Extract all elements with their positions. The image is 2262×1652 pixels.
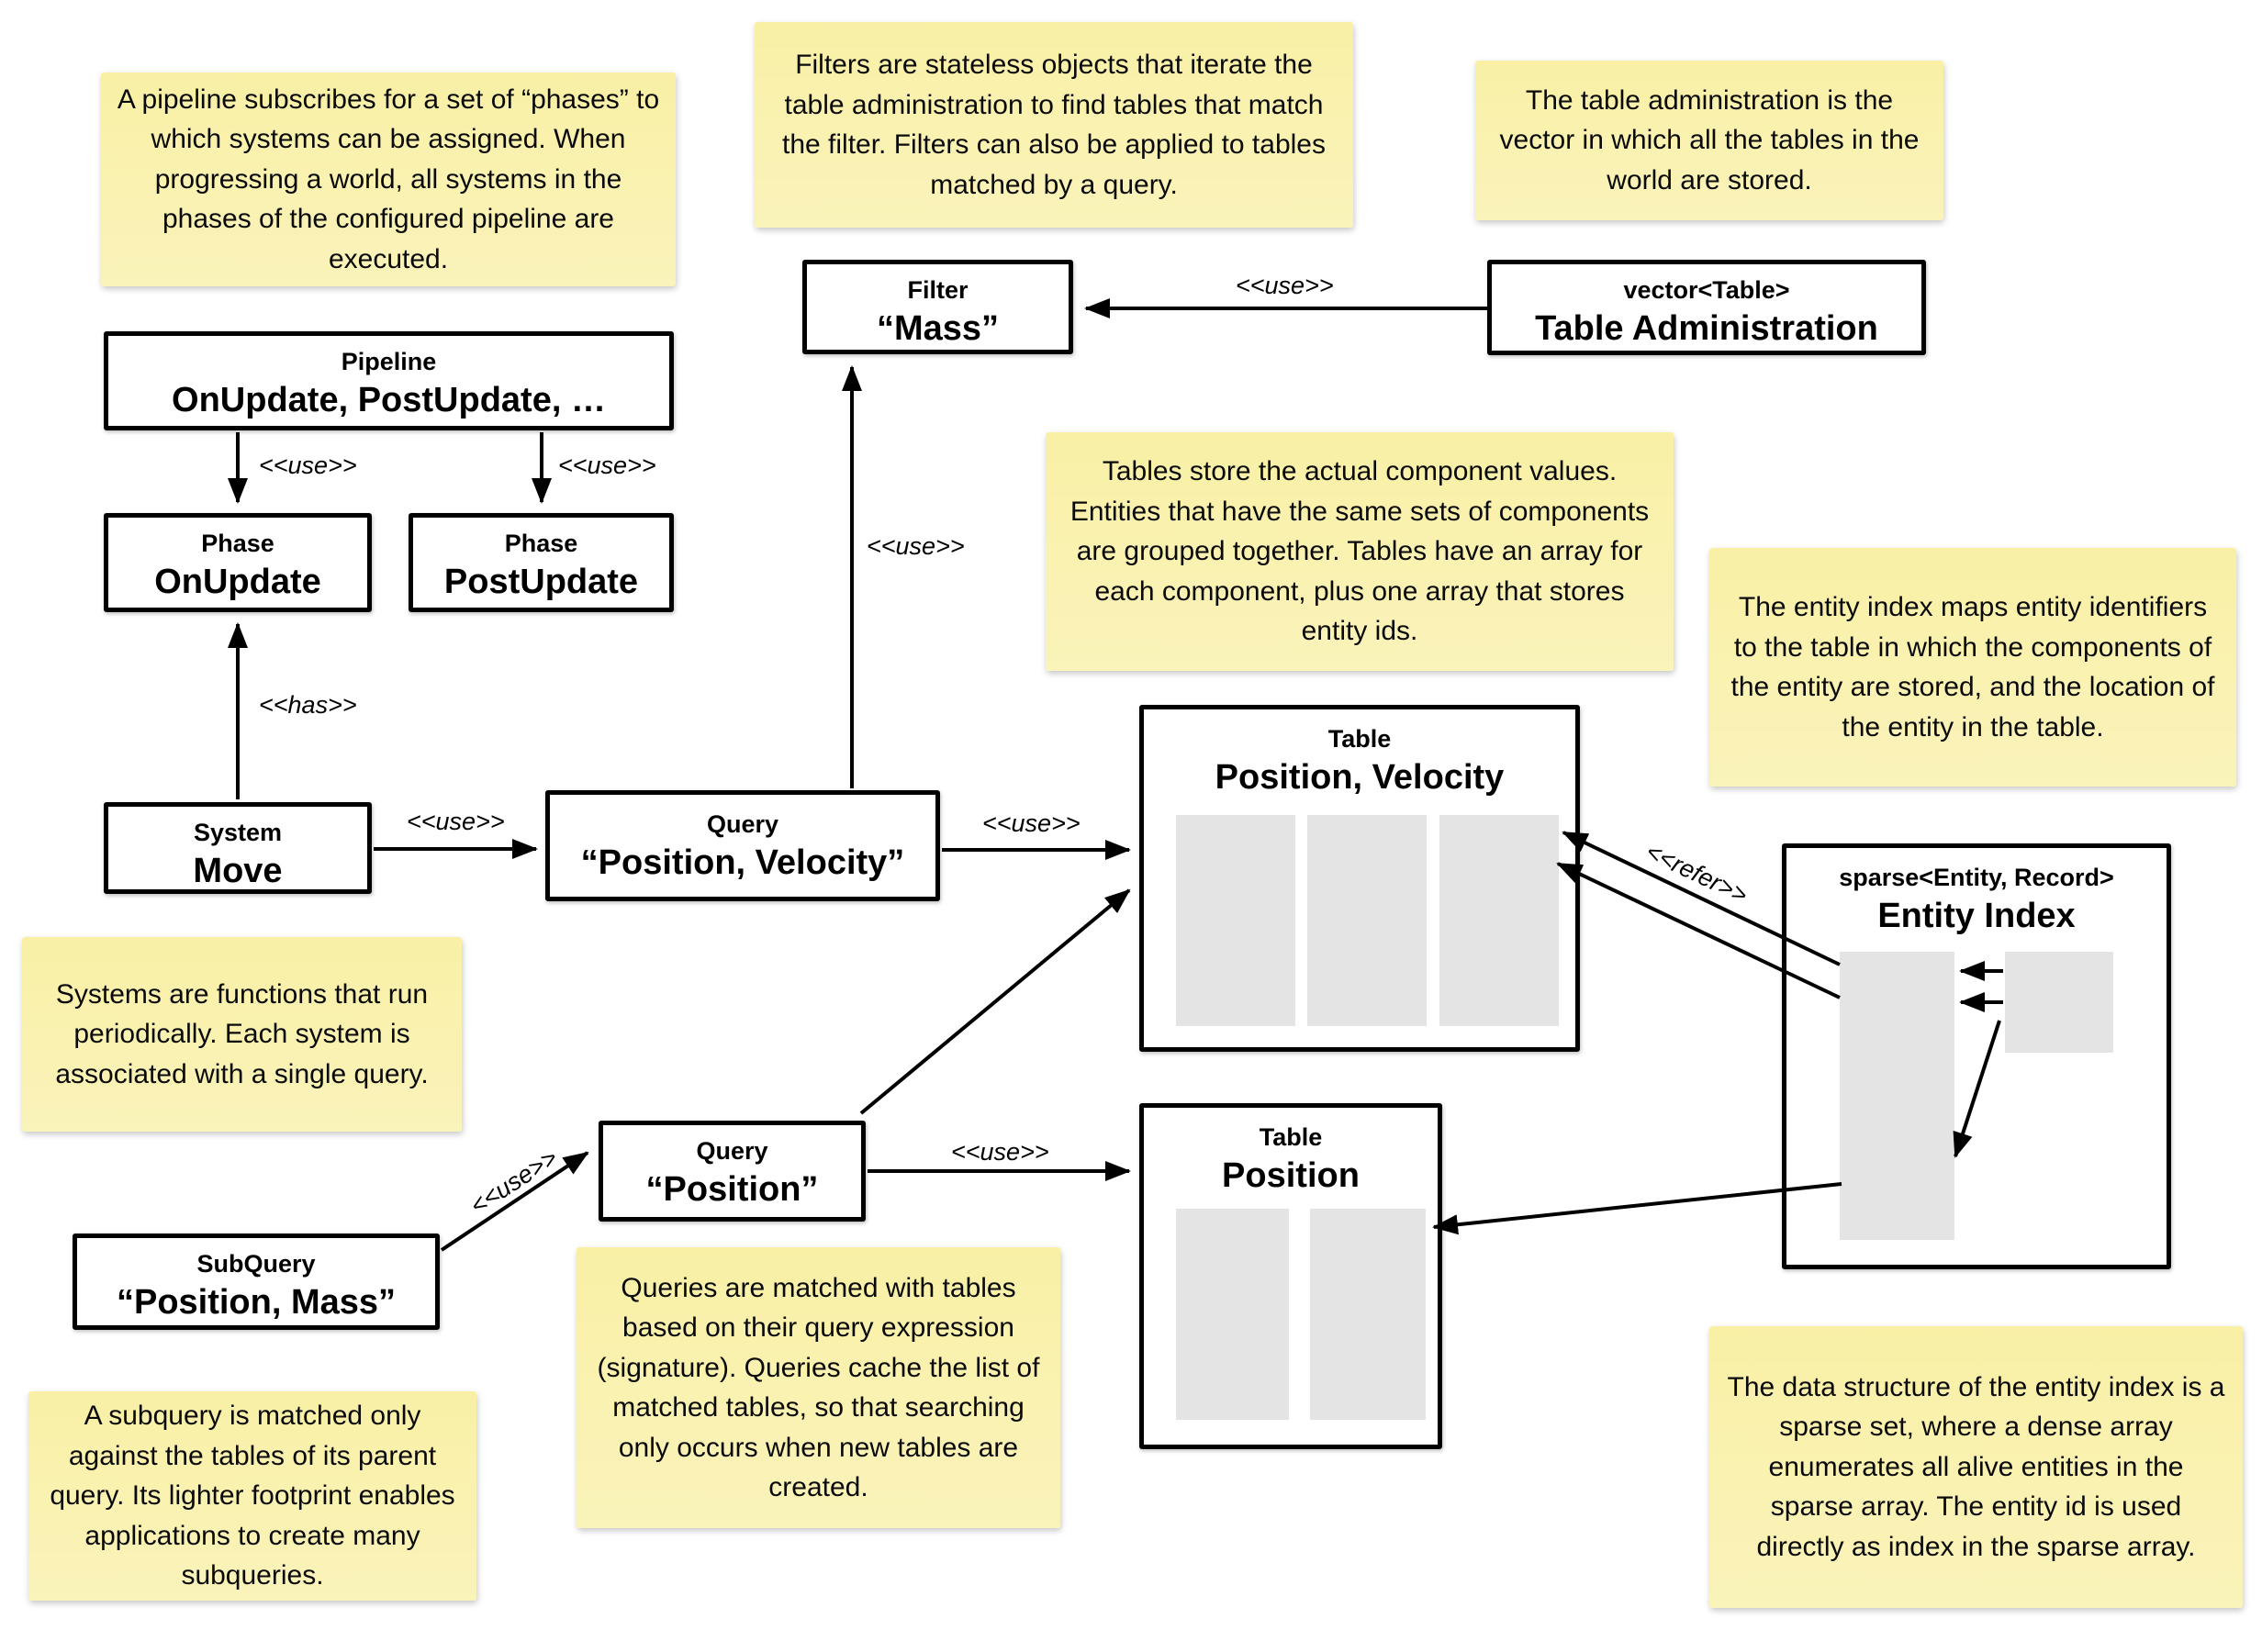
box-table-position-velocity: Table Position, Velocity [1139, 705, 1580, 1052]
note-subquery: A subquery is matched only against the t… [28, 1391, 476, 1601]
box-name: Entity Index [1877, 896, 2076, 935]
box-name: Move [193, 851, 283, 890]
box-stereotype: Query [706, 810, 779, 838]
box-name: “Position” [645, 1169, 819, 1209]
label-use-pipeline-postupdate: <<use>> [558, 452, 656, 479]
box-stereotype: SubQuery [196, 1250, 316, 1278]
note-systems: Systems are functions that run periodica… [22, 937, 462, 1132]
box-pipeline: Pipeline OnUpdate, PostUpdate, … [104, 331, 674, 430]
note-queries: Queries are matched with tables based on… [577, 1247, 1060, 1528]
box-stereotype: sparse<Entity, Record> [1839, 864, 2114, 891]
sparse-array [1840, 952, 1954, 1240]
box-name: Position, Velocity [1215, 757, 1505, 797]
note-sparse-set: The data structure of the entity index i… [1709, 1326, 2243, 1608]
box-query-position: Query “Position” [599, 1121, 866, 1222]
label-use-query-filter: <<use>> [867, 532, 965, 560]
box-stereotype: Phase [504, 530, 578, 557]
arrow-querypos-to-tablepv [859, 888, 1131, 1115]
dense-array [2005, 952, 2113, 1053]
note-pipeline: A pipeline subscribes for a set of “phas… [101, 73, 676, 286]
box-stereotype: Table [1327, 725, 1392, 753]
label-refer-entityindex-table: <<refer>> [1641, 837, 1752, 910]
box-stereotype: vector<Table> [1623, 276, 1790, 304]
box-stereotype: Phase [201, 530, 274, 557]
label-has-move-phase: <<has>> [259, 691, 357, 719]
note-table-administration: The table administration is the vector i… [1475, 61, 1943, 220]
box-phase-postupdate: Phase PostUpdate [409, 513, 674, 612]
component-column [1307, 815, 1427, 1026]
label-use-querypos-tablepos: <<use>> [951, 1138, 1049, 1166]
box-name: OnUpdate, PostUpdate, … [172, 380, 606, 419]
box-stereotype: System [193, 819, 283, 846]
box-query-position-velocity: Query “Position, Velocity” [545, 790, 940, 901]
box-name: “Position, Velocity” [580, 843, 905, 882]
box-table-administration: vector<Table> Table Administration [1487, 260, 1926, 355]
box-filter-mass: Filter “Mass” [802, 260, 1073, 354]
box-name: PostUpdate [443, 562, 639, 601]
box-stereotype: Table [1259, 1123, 1323, 1151]
label-use-subquery-querypos: <<use>> [465, 1143, 563, 1221]
note-entity-index: The entity index maps entity identifiers… [1709, 548, 2236, 787]
box-table-position: Table Position [1139, 1103, 1442, 1449]
box-stereotype: Pipeline [341, 348, 437, 375]
box-name: “Mass” [876, 308, 1000, 348]
box-name: Position [1222, 1155, 1360, 1195]
box-system-move: System Move [104, 802, 372, 894]
box-name: Table Administration [1535, 308, 1878, 348]
component-column [1310, 1209, 1426, 1420]
box-entity-index: sparse<Entity, Record> Entity Index [1782, 843, 2171, 1269]
box-subquery-position-mass: SubQuery “Position, Mass” [73, 1233, 440, 1330]
label-use-tableadmin-filter: <<use>> [1236, 272, 1334, 299]
note-filters: Filters are stateless objects that itera… [755, 22, 1353, 228]
arrow-entityindex-to-tablepos [1432, 1182, 1842, 1235]
note-tables: Tables store the actual component values… [1046, 432, 1674, 671]
label-use-pipeline-onupdate: <<use>> [259, 452, 357, 479]
box-stereotype: Query [696, 1137, 768, 1165]
box-name: OnUpdate [154, 562, 321, 601]
component-column [1176, 1209, 1289, 1420]
box-phase-onupdate: Phase OnUpdate [104, 513, 372, 612]
box-stereotype: Filter [907, 276, 969, 304]
box-name: “Position, Mass” [116, 1282, 397, 1322]
label-use-move-query: <<use>> [407, 808, 505, 835]
component-column [1439, 815, 1559, 1026]
component-column [1176, 815, 1295, 1026]
label-use-query-tablepv: <<use>> [982, 809, 1081, 837]
